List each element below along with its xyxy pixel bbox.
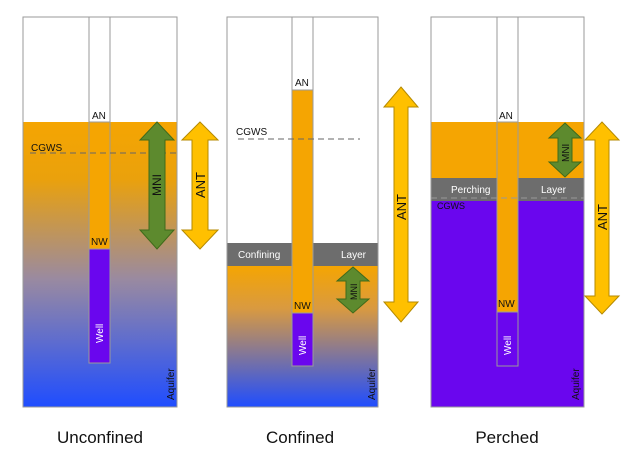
- well-unsaturated: [291, 89, 314, 314]
- layer-right-label: Layer: [541, 185, 567, 196]
- layer-left-label: Perching: [451, 185, 490, 196]
- well-casing: [496, 16, 519, 123]
- mni-label: MNI: [150, 174, 164, 196]
- well-label: Well: [503, 336, 514, 355]
- well-casing: [88, 16, 111, 123]
- well-label: Well: [298, 336, 309, 355]
- nw-label: NW: [498, 299, 515, 310]
- well-unsaturated: [496, 121, 519, 313]
- mni-label: MNI: [561, 144, 572, 162]
- ant-label: ANT: [595, 204, 610, 230]
- well-unsaturated: [88, 121, 111, 250]
- caption-unconfined: Unconfined: [57, 428, 143, 447]
- an-label: AN: [92, 111, 106, 122]
- an-label: AN: [295, 78, 309, 89]
- panel-perched: CGWS AN NW Perching Layer Well Aquifer M…: [430, 16, 621, 447]
- well-screen: [291, 312, 314, 367]
- mni-arrow: [335, 266, 371, 314]
- an-label: AN: [499, 111, 513, 122]
- aquifer-label: Aquifer: [367, 368, 378, 400]
- ant-arrow: [583, 121, 621, 315]
- well-screen: [88, 248, 111, 364]
- panel-confined: CGWS AN NW Confining Layer Well Aquifer …: [226, 16, 420, 447]
- mni-arrow: [547, 122, 583, 178]
- aquifer-label: Aquifer: [571, 368, 582, 400]
- caption-perched: Perched: [475, 428, 538, 447]
- layer-right-label: Layer: [341, 250, 367, 261]
- well-screen: [496, 311, 519, 367]
- ant-label: ANT: [193, 172, 208, 198]
- nw-label: NW: [91, 237, 108, 248]
- mni-label: MNI: [349, 284, 359, 301]
- nw-label: NW: [294, 301, 311, 312]
- layer-left-label: Confining: [238, 250, 280, 261]
- well-label: Well: [95, 324, 106, 343]
- cgws-label: CGWS: [437, 201, 465, 211]
- mni-arrow: [138, 121, 176, 250]
- cgws-label: CGWS: [236, 127, 267, 138]
- ant-label: ANT: [394, 194, 409, 220]
- aquifer-label: Aquifer: [166, 368, 177, 400]
- ant-arrow: [180, 121, 220, 250]
- panel-unconfined: CGWS AN NW Well Aquifer MNI ANT Unconfin…: [22, 16, 220, 447]
- caption-confined: Confined: [266, 428, 334, 447]
- ant-arrow: [382, 86, 420, 323]
- cgws-label: CGWS: [31, 143, 62, 154]
